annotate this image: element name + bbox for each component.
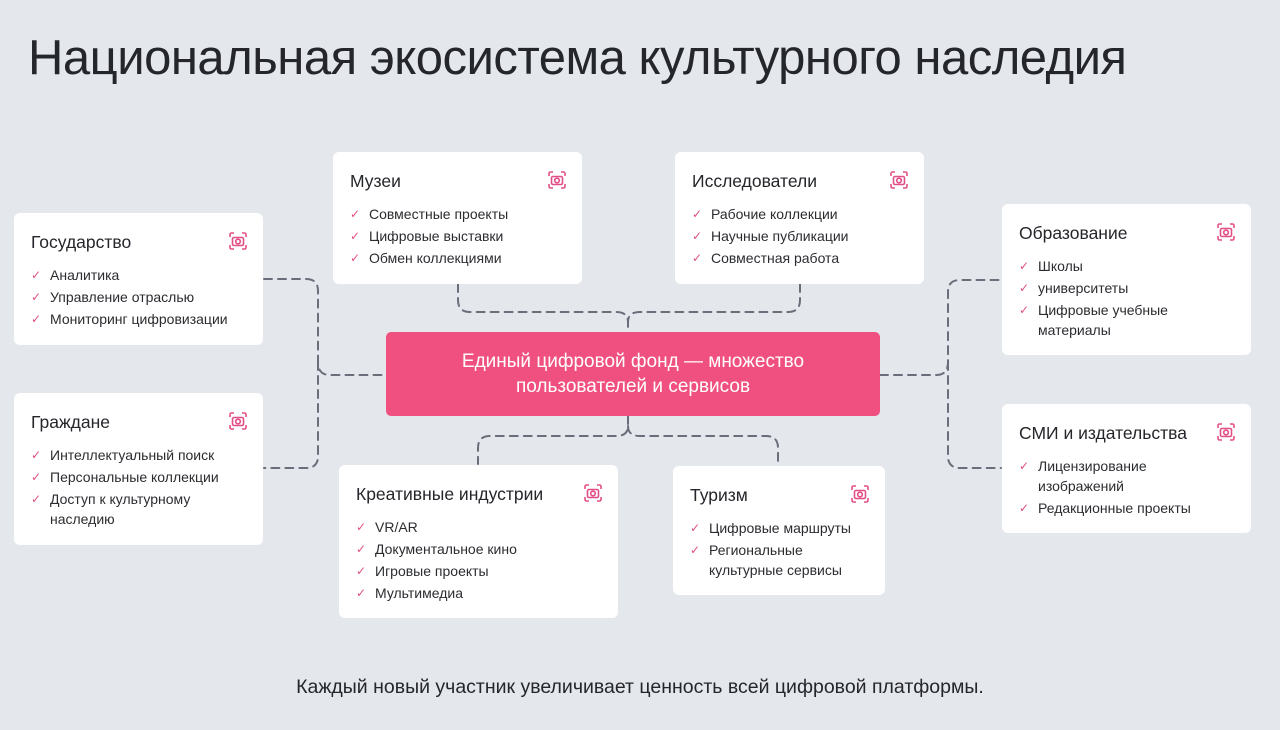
list-item: Научные публикации <box>692 226 908 246</box>
camera-recognition-icon <box>548 171 566 189</box>
camera-recognition-icon <box>229 412 247 430</box>
hub-label: Единый цифровой фонд — множество пользов… <box>461 351 805 397</box>
card-government: Государство Аналитика Управление отрасль… <box>14 213 263 345</box>
camera-recognition-icon <box>1217 423 1235 441</box>
page-title: Национальная экосистема культурного насл… <box>28 31 1127 85</box>
list-item: Мультимедиа <box>356 583 602 603</box>
list-item: Документальное кино <box>356 539 602 559</box>
list-item: Мониторинг цифровизации <box>31 309 247 329</box>
list-item: Школы <box>1019 256 1199 276</box>
card-researchers: Исследователи Рабочие коллекции Научные … <box>675 152 924 284</box>
card-title: Музеи <box>350 171 401 191</box>
card-title: Государство <box>31 232 132 252</box>
card-tourism: Туризм Цифровые маршруты Региональные ку… <box>673 466 885 595</box>
central-hub: Единый цифровой фонд — множество пользов… <box>386 332 880 416</box>
list-item: Цифровые маршруты <box>690 518 860 538</box>
list-item: Управление отраслью <box>31 287 247 307</box>
card-title: Туризм <box>690 485 748 505</box>
card-citizens: Граждане Интеллектуальный поиск Персонал… <box>14 393 263 545</box>
list-item: Аналитика <box>31 265 247 285</box>
list-item: университеты <box>1019 278 1199 298</box>
list-item: Цифровые выставки <box>350 226 566 246</box>
footer-caption: Каждый новый участник увеличивает ценнос… <box>296 676 984 698</box>
card-media-publishing: СМИ и издательства Лицензирование изобра… <box>1002 404 1251 533</box>
card-title: Образование <box>1019 223 1128 243</box>
list-item: Редакционные проекты <box>1019 498 1219 518</box>
card-education: Образование Школы университеты Цифровые … <box>1002 204 1251 355</box>
list-item: Региональные культурные сервисы <box>690 540 860 580</box>
camera-recognition-icon <box>584 484 602 502</box>
list-item: Рабочие коллекции <box>692 204 908 224</box>
list-item: Доступ к культурному наследию <box>31 489 231 529</box>
card-title: Граждане <box>31 412 111 432</box>
list-item: VR/AR <box>356 517 602 537</box>
list-item: Интеллектуальный поиск <box>31 445 231 465</box>
list-item: Лицензирование изображений <box>1019 456 1219 496</box>
card-title: СМИ и издательства <box>1019 423 1187 443</box>
card-creative-industries: Креативные индустрии VR/AR Документально… <box>339 465 618 618</box>
list-item: Обмен коллекциями <box>350 248 566 268</box>
card-title: Креативные индустрии <box>356 484 544 504</box>
camera-recognition-icon <box>1217 223 1235 241</box>
list-item: Персональные коллекции <box>31 467 231 487</box>
camera-recognition-icon <box>851 485 869 503</box>
card-title: Исследователи <box>692 171 817 191</box>
list-item: Игровые проекты <box>356 561 602 581</box>
camera-recognition-icon <box>229 232 247 250</box>
card-museums: Музеи Совместные проекты Цифровые выстав… <box>333 152 582 284</box>
camera-recognition-icon <box>890 171 908 189</box>
list-item: Совместные проекты <box>350 204 566 224</box>
list-item: Цифровые учебные материалы <box>1019 300 1199 340</box>
list-item: Совместная работа <box>692 248 908 268</box>
